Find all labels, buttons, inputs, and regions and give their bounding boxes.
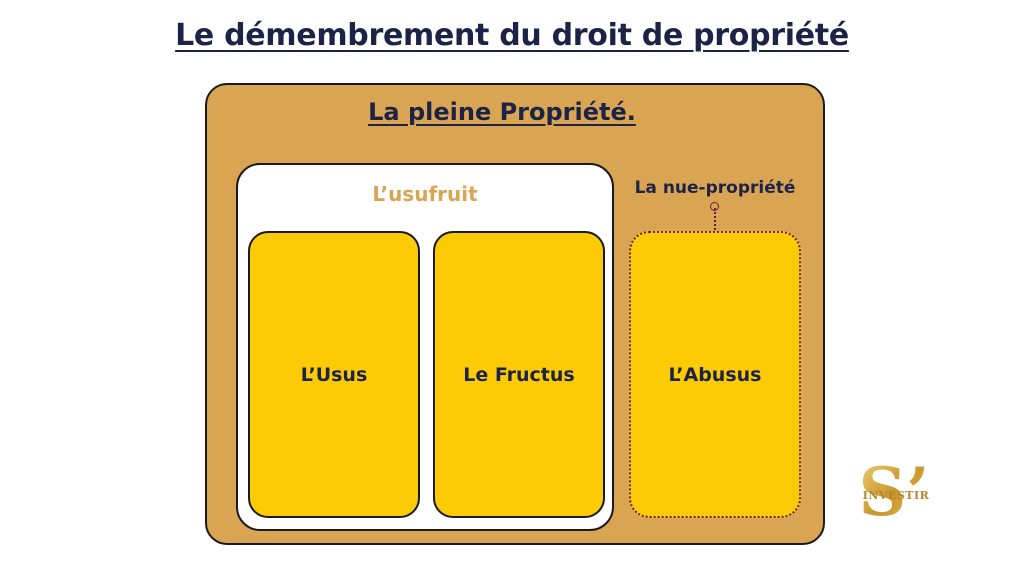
logo-text: INVESTIR [863,489,930,502]
s-investir-logo: S’ INVESTIR [859,455,930,531]
abusus-card: L’Abusus [629,231,801,518]
abusus-label: L’Abusus [668,363,762,386]
connector-line [714,208,716,230]
usus-label: L’Usus [300,363,368,386]
fructus-label: Le Fructus [463,363,575,386]
page-title: Le démembrement du droit de propriété [175,18,849,53]
fructus-card: Le Fructus [433,231,605,518]
usufruit-label: L’usufruit [372,182,478,206]
usus-card: L’Usus [248,231,420,518]
pleine-propriete-label: La pleine Propriété. [368,98,636,126]
nue-propriete-label: La nue-propriété [634,178,796,198]
logo-letter: S’ [859,455,930,531]
